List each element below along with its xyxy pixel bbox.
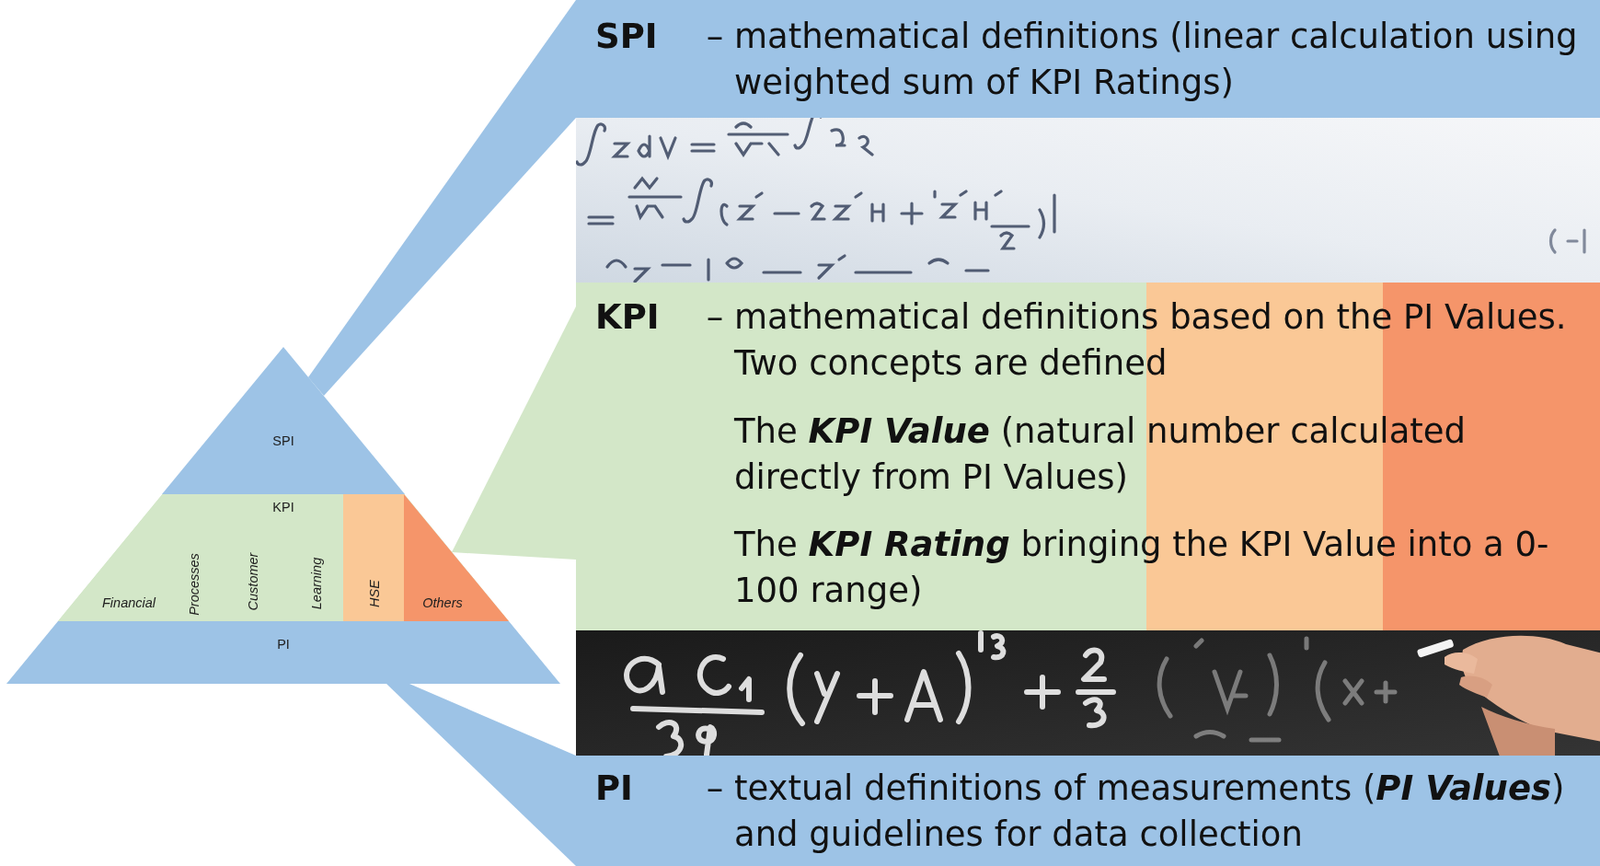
shape-fill [343,494,404,622]
panel-paragraph: – mathematical definitions (linear calcu… [734,13,1589,107]
pyramid-apex: SPI [161,346,405,495]
pyramid-label: KPI [272,499,294,515]
definition-panel: SPI– mathematical definitions (linear ca… [575,0,1600,118]
label-slot: Others [422,596,463,611]
label-slot: KPI [272,500,294,515]
pyramid-label: HSE [367,579,382,608]
pyramid-label: Processes [186,552,202,616]
panel-text: – mathematical definitions (linear calcu… [706,16,1578,103]
emphasis-text: KPI Rating [808,524,1011,565]
callout-wedge [308,0,576,396]
faint-chalk [1159,638,1395,740]
panel-paragraph: – textual definitions of measurements (P… [734,765,1589,859]
shape-fill [403,494,509,622]
callout-wedge [386,683,576,866]
label-slot: Learning [310,557,324,610]
chalkboard-photo [575,630,1600,756]
callout-wedge [451,306,576,560]
band-segment: Financial Processes Customer Learning [57,494,344,622]
panel-body: – mathematical definitions based on the … [734,294,1600,615]
hand-illustration [1416,635,1600,756]
handwriting-strokes [576,117,1585,282]
shape-outline [161,346,405,495]
label-slot: HSE [368,579,382,608]
band-segment: HSE [343,494,404,622]
label-slot: Financial [102,596,156,611]
pyramid-base: PI [6,621,561,684]
pyramid-label: Learning [309,557,324,610]
label-slot: PI [276,637,290,652]
pyramid-label: PI [276,636,290,652]
shape-fill [57,494,509,622]
emphasis-text: KPI Value [808,411,990,451]
label-slot: Customer [246,552,261,611]
panel-body: – mathematical definitions (linear calcu… [734,13,1600,107]
panel-row: KPI– mathematical definitions based on t… [595,294,1600,615]
panel-text: The [734,411,798,451]
pyramid-label: SPI [272,433,294,449]
pyramid-label: Financial [102,595,156,611]
panel-heading: KPI [595,294,735,615]
label-slot: Processes [187,552,202,616]
emphasis-text: PI Values [1375,768,1552,808]
chalk-strokes [626,633,1114,756]
pyramid-band: KPI Financial Processes Customer Learning HSE… [57,494,509,622]
panel-text: The [734,524,798,565]
board-background [575,630,1600,756]
shape-fill [57,494,344,622]
shape-outline [6,621,561,684]
panel-row: SPI– mathematical definitions (linear ca… [595,13,1600,107]
paper-background [575,117,1600,283]
definition-panel: KPI– mathematical definitions based on t… [575,282,1600,631]
formula-photo [575,117,1600,283]
label-slot: SPI [272,434,294,449]
shape-fill [161,346,405,495]
panel-paragraph: – mathematical definitions based on the … [734,294,1589,388]
pyramid-label: Others [422,595,463,611]
panel-paragraph: The KPI Rating bringing the KPI Value in… [734,521,1589,615]
band-segment: Others [403,494,509,622]
panel-text: – mathematical definitions based on the … [706,297,1567,383]
panel-body: – textual definitions of measurements (P… [734,765,1600,859]
pyramid-label: Customer [245,552,261,611]
shape-fill [6,621,561,684]
definition-panel: PI– textual definitions of measurements … [575,755,1600,866]
panel-row: PI– textual definitions of measurements … [595,765,1600,859]
panel-paragraph: The KPI Value (natural number calculated… [734,408,1589,502]
panel-text: – textual definitions of measurements ( [706,768,1377,808]
